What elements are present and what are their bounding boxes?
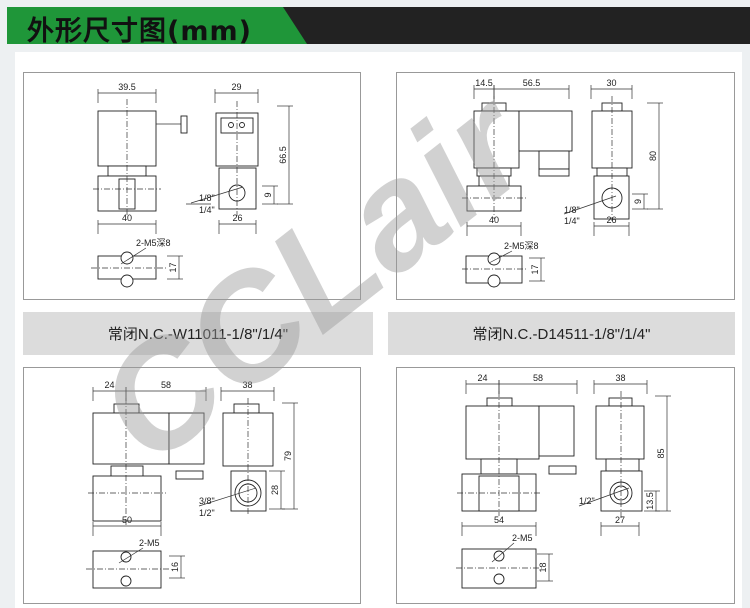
mount-hole <box>120 551 132 563</box>
neck <box>605 458 640 472</box>
top-nut <box>233 403 260 414</box>
mount-hole <box>487 252 501 266</box>
valve-body <box>92 475 162 522</box>
dim-mount-span: 16 <box>170 562 180 572</box>
drawing-panel-4: 24 58 54 38 85 13.5 27 1/2" 2-M5 18 <box>396 367 735 604</box>
drawing-panel-d14511: 14.5 56.5 40 30 80 9 26 1/8"1/4" 2-M5深8 17 <box>396 72 735 300</box>
line <box>491 542 515 563</box>
header-accent <box>7 7 307 44</box>
dim-mount-span: 17 <box>530 264 540 274</box>
mount-label: 2-M5 <box>512 533 533 543</box>
port-label: 1/8" <box>199 193 215 203</box>
dim-port-height: 9 <box>633 199 643 204</box>
dim-side-width: 38 <box>615 373 625 383</box>
coil <box>465 405 540 460</box>
connector-nut <box>548 465 577 475</box>
drawing-svg: 24 58 50 38 79 28 3/8" 1/2" 2-M5 16 <box>86 380 298 589</box>
line <box>578 487 630 507</box>
connector-pin <box>180 115 188 134</box>
port-label: 1/2" <box>579 496 595 506</box>
dim-offset: 14.5 <box>475 78 493 88</box>
mount-hole <box>120 274 134 288</box>
dim-top-width: 56.5 <box>523 78 541 88</box>
dim-body-width: 54 <box>494 515 504 525</box>
connector-nut <box>175 470 204 480</box>
mount-label: 2-M5 <box>139 538 160 548</box>
connector <box>538 405 575 457</box>
port-label: 1/4" <box>199 205 215 215</box>
dim-body-width: 50 <box>122 515 132 525</box>
line <box>118 547 144 564</box>
connector-nut <box>538 168 570 177</box>
dim-body-width: 40 <box>489 215 499 225</box>
dim-top-width: 39.5 <box>118 82 136 92</box>
pin <box>239 122 245 128</box>
mount-hole <box>487 274 501 288</box>
port-boss <box>118 178 136 210</box>
mount-hole <box>120 251 134 265</box>
dim-offset: 24 <box>104 380 114 390</box>
port-label: 1/4" <box>564 216 580 226</box>
line <box>198 487 257 507</box>
dim-offset: 24 <box>477 373 487 383</box>
dim-top-width: 58 <box>533 373 543 383</box>
dim-mount-span: 18 <box>538 562 548 572</box>
dim-side-body: 26 <box>606 215 616 225</box>
top-nut <box>486 397 513 407</box>
line <box>563 195 617 215</box>
caption-w11011: 常闭N.C.-W11011-1/8"/1/4" <box>23 312 373 355</box>
mount-label: 2-M5深8 <box>504 241 539 251</box>
connector <box>168 412 205 465</box>
dim-side-width: 30 <box>606 78 616 88</box>
mount-label: 2-M5深8 <box>136 238 171 248</box>
dim-top-width: 58 <box>161 380 171 390</box>
coil <box>473 110 520 169</box>
mount-hole <box>120 575 132 587</box>
dim-side-width: 38 <box>242 380 252 390</box>
dim-side-body: 26 <box>232 213 242 223</box>
coil-side <box>595 405 645 460</box>
drawing-svg: 39.5 40 29 66.5 9 26 1/8" 1/4" 2-M5深8 17 <box>91 82 293 288</box>
line <box>120 247 147 265</box>
line <box>190 186 244 204</box>
coil <box>92 412 170 465</box>
port-label: 1/8" <box>564 205 580 215</box>
dim-port-height: 9 <box>263 192 273 197</box>
drawing-svg: 24 58 54 38 85 13.5 27 1/2" 2-M5 18 <box>456 373 671 589</box>
dim-port-height: 28 <box>270 485 280 495</box>
connector-lower <box>538 150 570 170</box>
dim-side-body: 27 <box>615 515 625 525</box>
dim-mount-span: 17 <box>168 262 178 272</box>
dim-body-width: 40 <box>122 213 132 223</box>
drawing-panel-w11011: 39.5 40 29 66.5 9 26 1/8" 1/4" 2-M5深8 17 <box>23 72 361 300</box>
line <box>488 250 513 264</box>
drawing-panel-3: 24 58 50 38 79 28 3/8" 1/2" 2-M5 16 <box>23 367 361 604</box>
drawing-svg: 14.5 56.5 40 30 80 9 26 1/8"1/4" 2-M5深8 17 <box>462 78 663 288</box>
section-title: 外形尺寸图(mm) <box>27 16 252 47</box>
caption-d14511: 常闭N.C.-D14511-1/8"/1/4" <box>388 312 735 355</box>
connector <box>518 110 573 152</box>
top-nut <box>608 397 633 407</box>
dim-height: 85 <box>656 448 666 458</box>
pin <box>228 122 234 128</box>
section-header: 外形尺寸图(mm) <box>7 7 750 47</box>
dim-port-height: 13.5 <box>645 492 655 510</box>
port-label: 3/8" <box>199 496 215 506</box>
dim-side-width: 29 <box>231 82 241 92</box>
dim-height: 80 <box>648 151 658 161</box>
dim-height: 79 <box>283 451 293 461</box>
port-label: 1/2" <box>199 508 215 518</box>
top-nut <box>113 403 140 414</box>
mount-hole <box>493 573 505 585</box>
dim-height: 66.5 <box>278 146 288 164</box>
